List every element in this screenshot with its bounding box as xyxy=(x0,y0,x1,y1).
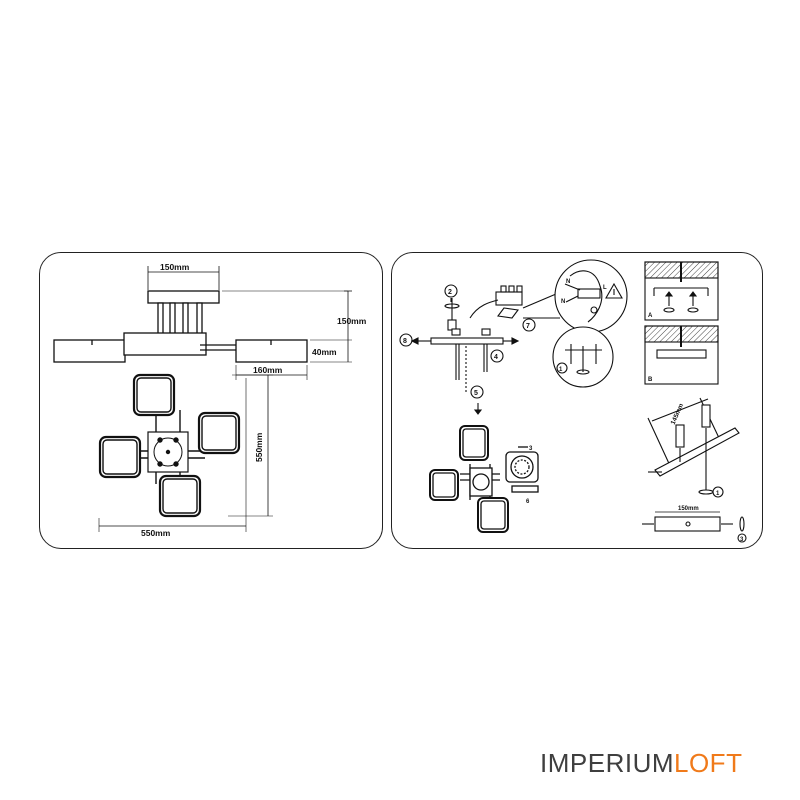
dimensions-panel xyxy=(39,252,383,549)
detail-box-a xyxy=(644,261,719,321)
plan-view xyxy=(98,373,273,532)
plan-assembly xyxy=(429,425,539,533)
dim-shade-height: 40mm xyxy=(312,347,337,357)
step-7: 7 xyxy=(526,323,530,330)
brand-logo: IMPERIUMLOFT xyxy=(540,748,742,779)
wire-l: L xyxy=(603,285,607,291)
detail-label-b: B xyxy=(648,377,653,383)
step-8: 8 xyxy=(403,338,407,345)
mount-step-1: 1 xyxy=(716,491,720,497)
wire-n-bottom: N xyxy=(561,299,565,305)
installation-panel xyxy=(391,252,763,549)
wiring-detail xyxy=(522,259,628,333)
plan-step-6: 6 xyxy=(526,499,530,505)
wire-n-top: N xyxy=(566,279,570,285)
assembly-exploded xyxy=(399,284,536,415)
mount-bar-length: 150mm xyxy=(678,506,699,512)
plan-step-3: 3 xyxy=(529,446,533,452)
dim-arm-length: 160mm xyxy=(253,365,283,375)
dim-top-width: 150mm xyxy=(160,262,190,272)
brand-part1: IMPERIUM xyxy=(540,748,674,778)
step-4: 4 xyxy=(494,354,498,361)
mount-hole-spacing: 145mm xyxy=(670,402,686,426)
step-5: 5 xyxy=(474,390,478,397)
side-view xyxy=(53,266,352,380)
step-2: 2 xyxy=(448,289,452,296)
detail-label-a: A xyxy=(648,313,653,319)
brand-part2: LOFT xyxy=(674,748,743,778)
anchor-step-1: 1 xyxy=(559,367,563,373)
dim-height: 150mm xyxy=(337,316,367,326)
anchor-detail xyxy=(552,326,614,388)
mount-step-3: 3 xyxy=(740,537,744,543)
dim-plan-width: 550mm xyxy=(141,528,171,538)
dim-plan-depth: 550mm xyxy=(254,432,264,462)
detail-box-b xyxy=(644,325,719,385)
mounting-bracket xyxy=(642,397,747,543)
